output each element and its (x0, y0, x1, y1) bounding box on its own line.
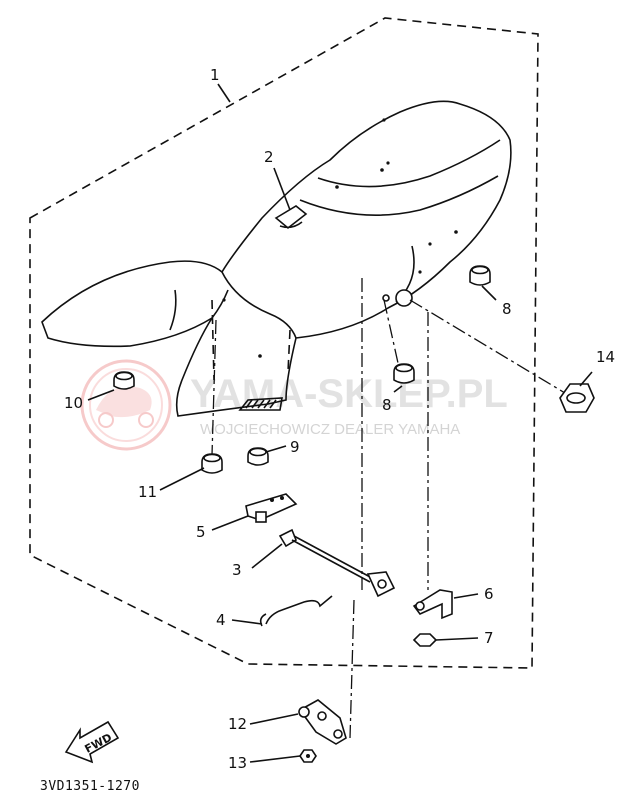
cap-mount-hole (395, 289, 413, 307)
seat-strap (274, 205, 308, 230)
callout-8-upper: 8 (502, 300, 512, 318)
damper-part-9 (247, 447, 269, 466)
callout-9: 9 (290, 438, 300, 456)
nut-part-7 (412, 633, 438, 647)
callout-8-lower: 8 (382, 396, 392, 414)
diagram-code: 3VD1351-1270 (40, 779, 140, 794)
watermark-logo (80, 359, 172, 451)
lock-rod-part-3 (278, 528, 396, 598)
assembly-boundary (29, 17, 539, 669)
nut-part-13 (299, 749, 317, 763)
callout-6: 6 (484, 585, 494, 603)
damper-part-10 (113, 371, 135, 390)
leader-lines (87, 83, 593, 763)
watermark-subtitle: WOJCIECHOWICZ DEALER YAMAHA (200, 421, 460, 438)
callout-1: 1 (210, 66, 220, 84)
seat (41, 100, 512, 417)
callout-3: 3 (232, 561, 242, 579)
seat-lock-part-12 (298, 699, 347, 745)
cap-part-14 (559, 383, 595, 413)
callout-11: 11 (138, 483, 157, 501)
damper-part-8-lower (393, 363, 415, 384)
watermark-title: YAMA-SKLEP.PL (190, 372, 508, 416)
wire-part-4 (265, 595, 333, 625)
hook-part-6 (412, 589, 453, 620)
fwd-arrow-icon: FWD (64, 720, 120, 764)
callout-7: 7 (484, 629, 494, 647)
damper-part-8-upper (469, 265, 491, 286)
callout-13: 13 (228, 754, 247, 772)
callout-12: 12 (228, 715, 247, 733)
callout-2: 2 (264, 148, 274, 166)
callout-14: 14 (596, 348, 615, 366)
callout-4: 4 (216, 611, 226, 629)
callout-10: 10 (64, 394, 83, 412)
bracket-part-5 (245, 493, 298, 523)
callout-5: 5 (196, 523, 206, 541)
seat-grip-strip (238, 397, 283, 411)
damper-part-11 (201, 453, 223, 474)
